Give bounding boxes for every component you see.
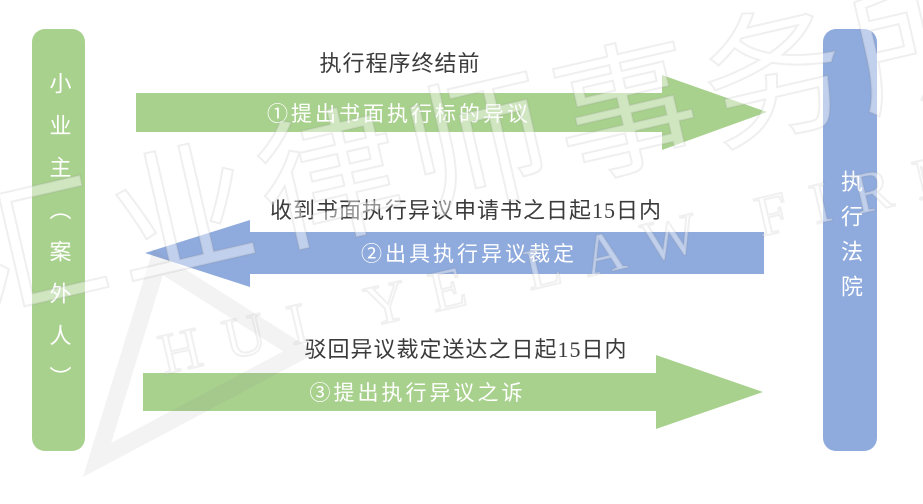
flow-3-arrow-body: ③提出执行异议之诉 bbox=[143, 373, 656, 411]
flow-2-arrow-body: ②出具执行异议裁定 bbox=[250, 232, 764, 274]
flow-2-arrow-head bbox=[145, 220, 250, 287]
flow-1-action-label: ①提出书面执行标的异议 bbox=[267, 101, 531, 126]
flow-2-action-label: ②出具执行异议裁定 bbox=[361, 242, 577, 266]
flow-3-action-label: ③提出执行异议之诉 bbox=[309, 381, 526, 405]
flow-1-arrow-body: ①提出书面执行标的异议 bbox=[136, 93, 662, 132]
flow-1-arrow-head bbox=[662, 75, 767, 150]
flow-1-condition-label: 执行程序终结前 bbox=[319, 51, 481, 76]
node-execution-court: 执行法院 bbox=[823, 29, 877, 451]
flow-2-condition-label: 收到书面执行异议申请书之日起15日内 bbox=[269, 198, 662, 223]
node-small-owner: 小业主（案外人） bbox=[32, 29, 85, 451]
node-execution-court-label: 执行法院 bbox=[838, 170, 863, 310]
flow-3-arrow-head bbox=[656, 355, 763, 429]
flow-3-condition-label: 驳回异议裁定送达之日起15日内 bbox=[304, 337, 628, 362]
node-small-owner-label: 小业主（案外人） bbox=[46, 72, 72, 408]
